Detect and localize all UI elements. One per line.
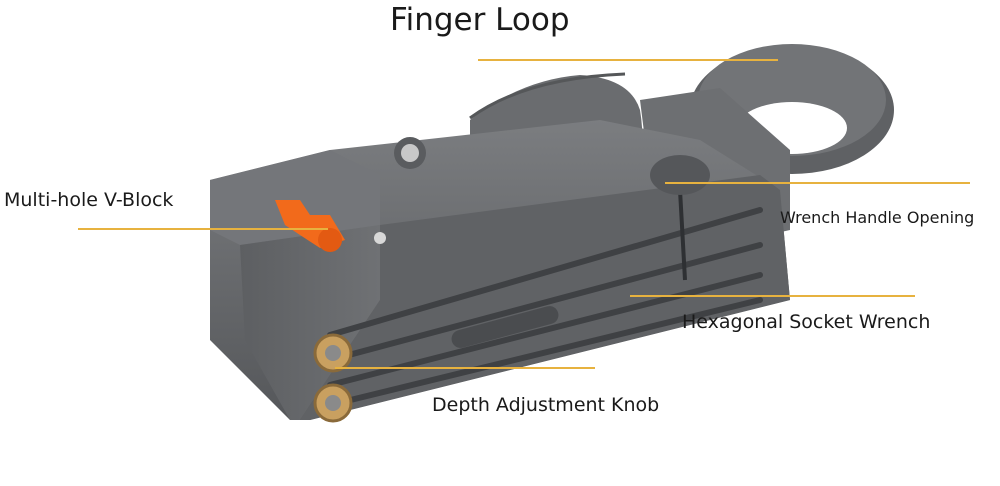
hex-socket-wrench-label: Hexagonal Socket Wrench — [682, 311, 931, 333]
finger-loop-label: Finger Loop — [390, 2, 570, 38]
leader-lines — [78, 59, 970, 369]
blade-slots — [327, 207, 763, 408]
depth-knob-upper — [313, 333, 353, 373]
small-pin — [374, 232, 386, 244]
depth-knob-lower — [313, 383, 353, 423]
wrench-handle-opening-hole — [650, 155, 710, 195]
v-block-label: Multi-hole V-Block — [4, 189, 174, 211]
v-block-orange — [275, 200, 345, 252]
wrench-handle-opening-label: Wrench Handle Opening — [780, 208, 975, 227]
center-slot — [451, 306, 559, 348]
depth-adjustment-knob-label: Depth Adjustment Knob — [432, 394, 660, 416]
divider-blade — [678, 189, 687, 281]
